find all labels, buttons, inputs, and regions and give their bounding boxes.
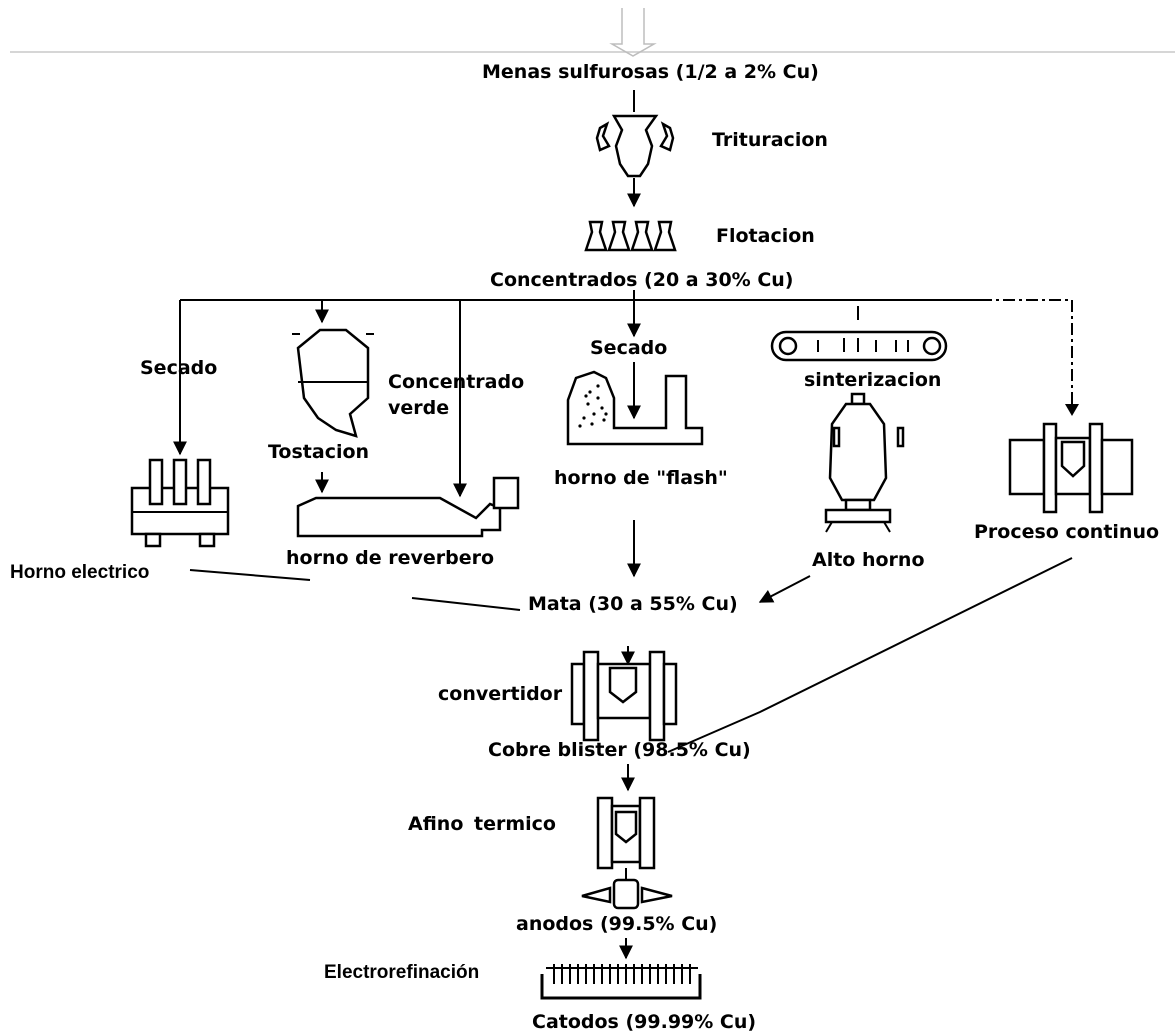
blast-furnace-label: Alto horno — [812, 549, 925, 571]
fire-refining-label-1: Afino — [408, 813, 463, 835]
reverberatory-furnace-icon — [296, 476, 520, 538]
converter-icon — [570, 646, 678, 742]
sinter-belt-icon — [770, 330, 948, 362]
cathodes-label: Catodos (99.99% Cu) — [532, 1011, 756, 1033]
fire-refining-label-2: termico — [474, 813, 556, 835]
flotation-cells-icon — [584, 220, 677, 252]
electric-to-matte-line-b — [411, 597, 521, 611]
flash-furnace-icon — [566, 370, 704, 446]
continuous-process-icon — [1008, 422, 1134, 514]
crusher-icon — [595, 114, 675, 178]
page-header-divider — [10, 8, 1175, 57]
continuous-to-blister-line — [667, 557, 1073, 753]
flash-furnace-label: horno de "flash" — [554, 467, 728, 489]
electric-to-matte-line-a — [189, 569, 311, 581]
continuous-process-label: Proceso continuo — [974, 521, 1159, 543]
drying-left-label: Secado — [140, 357, 217, 379]
converter-label: convertidor — [438, 683, 563, 705]
blast-furnace-icon — [824, 392, 905, 533]
branch-continuous-arrowhead — [1065, 404, 1079, 416]
flotation-label: Flotacion — [716, 225, 815, 247]
green-concentrate-label-2: verde — [388, 397, 449, 419]
green-concentrate-label-1: Concentrado — [388, 371, 524, 393]
reverberatory-furnace-label: horno de reverbero — [286, 547, 494, 569]
roaster-icon — [292, 328, 374, 438]
matte-label: Mata (30 a 55% Cu) — [528, 593, 738, 615]
fire-refining-icon — [596, 796, 656, 870]
anode-casting-icon — [581, 878, 673, 910]
roasting-label: Tostacion — [268, 441, 369, 463]
concentrates-label: Concentrados (20 a 30% Cu) — [490, 269, 793, 291]
electric-furnace-icon — [130, 458, 230, 548]
electric-furnace-label: Horno electrico — [10, 562, 149, 583]
ore-label: Menas sulfurosas (1/2 a 2% Cu) — [482, 61, 819, 83]
blast-to-matte-arrow — [758, 575, 811, 603]
electrorefining-label: Electrorefinación — [324, 962, 479, 983]
drying-center-label: Secado — [590, 337, 667, 359]
sintering-label: sinterizacion — [804, 369, 941, 391]
crushing-label: Trituracion — [712, 129, 828, 151]
electrolytic-cell-icon — [540, 964, 702, 1000]
blister-copper-label: Cobre blister (98.5% Cu) — [488, 739, 751, 761]
anodes-label: anodos (99.5% Cu) — [516, 913, 717, 935]
